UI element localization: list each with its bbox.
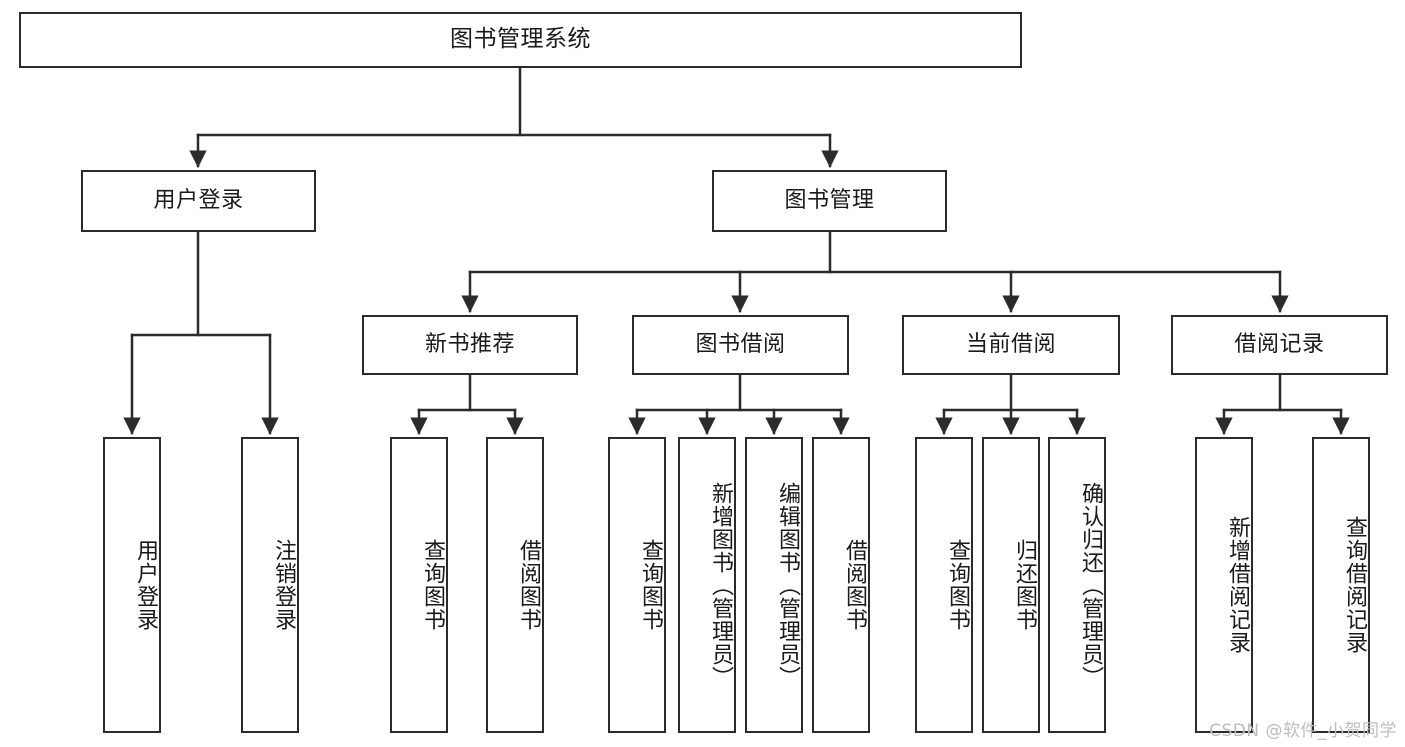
node-borrow-record[interactable]: 借阅记录 bbox=[1171, 315, 1388, 375]
node-leaf-label: 用户登录 bbox=[133, 539, 158, 631]
node-leaf-add-record[interactable]: 新增借阅记录 bbox=[1195, 437, 1253, 733]
node-leaf-query-book-3[interactable]: 查询图书 bbox=[915, 437, 973, 733]
node-leaf-label: 新增借阅记录 bbox=[1225, 516, 1250, 654]
node-leaf-label: 确认归还（管理员） bbox=[1078, 481, 1103, 689]
node-leaf-label: 借阅图书 bbox=[516, 539, 541, 631]
node-leaf-borrow-book-1[interactable]: 借阅图书 bbox=[486, 437, 544, 733]
node-leaf-label: 注销登录 bbox=[271, 539, 296, 631]
node-leaf-confirm-return[interactable]: 确认归还（管理员） bbox=[1048, 437, 1106, 733]
node-current-borrow[interactable]: 当前借阅 bbox=[902, 315, 1120, 375]
node-leaf-return-book[interactable]: 归还图书 bbox=[982, 437, 1040, 733]
node-root-system[interactable]: 图书管理系统 bbox=[19, 12, 1022, 68]
node-leaf-add-book[interactable]: 新增图书（管理员） bbox=[678, 437, 736, 733]
node-leaf-label: 查询图书 bbox=[945, 539, 970, 631]
node-new-book-recommend[interactable]: 新书推荐 bbox=[362, 315, 578, 375]
node-book-borrow[interactable]: 图书借阅 bbox=[632, 315, 849, 375]
node-leaf-query-book-1[interactable]: 查询图书 bbox=[390, 437, 448, 733]
node-leaf-label: 查询图书 bbox=[638, 539, 663, 631]
node-leaf-user-login[interactable]: 用户登录 bbox=[103, 437, 161, 733]
node-user-login[interactable]: 用户登录 bbox=[81, 170, 316, 232]
node-leaf-edit-book[interactable]: 编辑图书（管理员） bbox=[745, 437, 803, 733]
node-leaf-label: 编辑图书（管理员） bbox=[775, 481, 800, 689]
node-leaf-label: 归还图书 bbox=[1012, 539, 1037, 631]
node-leaf-query-book-2[interactable]: 查询图书 bbox=[608, 437, 666, 733]
node-leaf-label: 查询借阅记录 bbox=[1342, 516, 1367, 654]
node-leaf-borrow-book-2[interactable]: 借阅图书 bbox=[812, 437, 870, 733]
node-book-manage[interactable]: 图书管理 bbox=[712, 170, 947, 232]
node-leaf-label: 借阅图书 bbox=[842, 539, 867, 631]
node-leaf-label: 新增图书（管理员） bbox=[708, 481, 733, 689]
node-leaf-logout[interactable]: 注销登录 bbox=[241, 437, 299, 733]
node-leaf-query-record[interactable]: 查询借阅记录 bbox=[1312, 437, 1370, 733]
node-leaf-label: 查询图书 bbox=[420, 539, 445, 631]
